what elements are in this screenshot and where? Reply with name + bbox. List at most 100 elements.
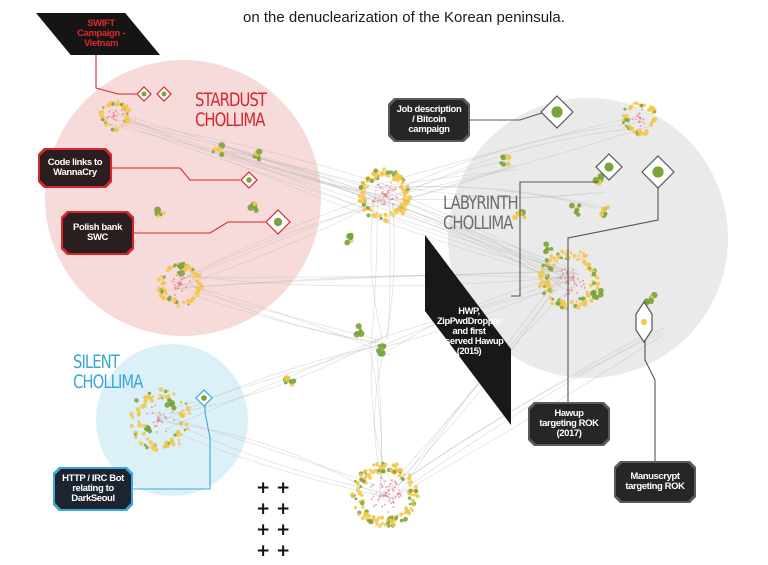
plus-icon: + [256, 499, 271, 519]
network-edge [165, 421, 390, 504]
network-node [134, 433, 137, 437]
diamond-node [604, 162, 614, 172]
network-node [374, 503, 377, 506]
diamond-node [652, 166, 664, 178]
network-node [544, 273, 549, 277]
network-node [112, 111, 115, 114]
network-node [115, 119, 118, 122]
callout-polish-line-1: Polish bank [73, 222, 122, 233]
network-node [378, 524, 382, 528]
network-node [179, 281, 182, 284]
network-node [385, 184, 388, 187]
network-node [575, 291, 578, 294]
diamond-node [273, 217, 283, 227]
network-node [354, 497, 358, 501]
network-node [380, 521, 385, 526]
callout-hwp-text: HWP, ZipPwdDropper and first observed Ha… [422, 300, 516, 362]
network-node [142, 423, 147, 429]
network-edge [387, 189, 391, 340]
network-node [346, 232, 353, 240]
network-node [136, 408, 140, 412]
network-node [364, 511, 369, 517]
network-node [173, 277, 176, 280]
network-edge [374, 349, 386, 486]
network-node [560, 269, 563, 272]
network-node [583, 286, 586, 289]
silent-chollima-label: SILENT CHOLLIMA [73, 352, 143, 393]
network-node [370, 498, 373, 501]
network-node [375, 212, 378, 215]
network-node [406, 195, 409, 199]
network-node [181, 289, 184, 292]
network-node [184, 402, 188, 405]
callout-http-irc-bot: HTTP / IRC Bot relating to DarkSeoul [53, 467, 133, 511]
network-node [392, 501, 395, 504]
plus-icon: + [276, 541, 291, 561]
network-node [629, 126, 634, 131]
network-node [189, 270, 193, 274]
network-node [576, 258, 580, 262]
network-node [408, 502, 412, 506]
network-edge [155, 414, 389, 494]
network-node [638, 112, 641, 115]
network-node [398, 492, 401, 495]
network-node [145, 445, 149, 450]
network-node [178, 411, 183, 416]
silent-label-line-2: CHOLLIMA [73, 371, 143, 393]
plus-icon: + [276, 499, 291, 519]
network-node [591, 271, 597, 277]
network-node [164, 402, 171, 408]
network-node [388, 499, 391, 502]
network-node [143, 395, 148, 400]
network-node [407, 496, 412, 500]
network-node [640, 120, 643, 123]
stardust-label-line-2: CHOLLIMA [195, 109, 265, 131]
network-node [381, 203, 384, 206]
network-node [568, 292, 571, 295]
network-node [580, 296, 585, 301]
network-node [211, 150, 215, 154]
plus-icon: + [256, 478, 271, 498]
network-node [541, 263, 545, 268]
diamond-node [141, 91, 147, 97]
network-node [177, 262, 185, 270]
network-node [125, 112, 129, 116]
network-node [397, 473, 402, 478]
network-edge [112, 118, 390, 187]
network-node [410, 499, 415, 504]
network-node [167, 398, 172, 403]
network-node [397, 489, 400, 492]
diamond-node [161, 91, 167, 97]
network-node [360, 494, 364, 497]
network-node [399, 518, 404, 523]
network-node [647, 297, 655, 305]
network-edge [381, 192, 606, 200]
network-edge [119, 115, 389, 199]
network-node [176, 285, 179, 288]
network-node [389, 170, 394, 175]
network-node [377, 516, 381, 520]
network-node [405, 191, 409, 195]
network-node [544, 276, 549, 280]
network-edge [187, 275, 576, 287]
network-node [569, 251, 573, 255]
network-node [368, 206, 372, 209]
network-node [403, 208, 407, 212]
network-edge [374, 115, 639, 186]
network-node [522, 215, 527, 220]
callout-hwp-line-4: observed Hawup [434, 336, 504, 346]
network-node [389, 467, 394, 472]
network-edge [389, 189, 572, 278]
network-node [183, 428, 187, 432]
network-node [171, 280, 174, 283]
network-node [158, 417, 161, 420]
network-node [394, 210, 399, 215]
network-node [402, 189, 406, 194]
network-node [161, 421, 164, 424]
callout-wannacry: Code links to WannaCry [38, 148, 112, 188]
network-node [578, 297, 582, 301]
network-node [505, 154, 512, 161]
network-node [391, 488, 394, 491]
network-node [380, 493, 383, 496]
